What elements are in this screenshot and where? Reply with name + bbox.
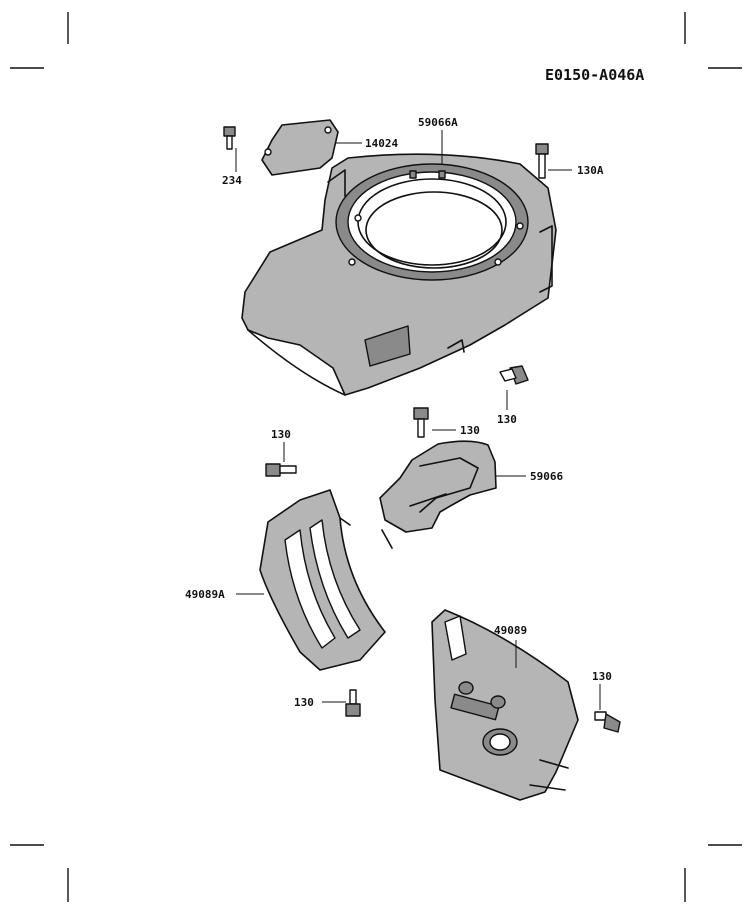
baffle-59066	[379, 440, 497, 549]
callout-14024: 14024	[365, 137, 398, 150]
cover-49089a	[259, 489, 386, 671]
screw-130a	[535, 143, 549, 179]
cover-49089	[431, 609, 579, 801]
callout-234: 234	[222, 174, 242, 187]
screw-130-top	[499, 365, 529, 385]
callout-130-bottom: 130	[294, 696, 314, 709]
callout-59066: 59066	[530, 470, 563, 483]
callout-130-right: 130	[592, 670, 612, 683]
screw-130-mid	[413, 407, 429, 438]
screw-130-bottom	[345, 689, 361, 717]
callout-130-top: 130	[497, 413, 517, 426]
callouts: 234 14024 59066A 130A 130 130 130 59066 …	[185, 116, 612, 709]
crop-marks	[10, 12, 742, 902]
fan-housing	[241, 153, 557, 396]
bracket-14024	[261, 119, 339, 176]
screw-234	[223, 126, 236, 150]
callout-130-left: 130	[271, 428, 291, 441]
callout-49089a: 49089A	[185, 588, 225, 601]
screw-130-right	[594, 711, 621, 733]
callout-130-mid: 130	[460, 424, 480, 437]
drawing-code: E0150-A046A	[545, 66, 644, 84]
callout-49089: 49089	[494, 624, 527, 637]
leader-lines	[235, 130, 601, 710]
callout-59066a: 59066A	[418, 116, 458, 129]
screw-130-left	[265, 463, 297, 477]
callout-130a: 130A	[577, 164, 604, 177]
